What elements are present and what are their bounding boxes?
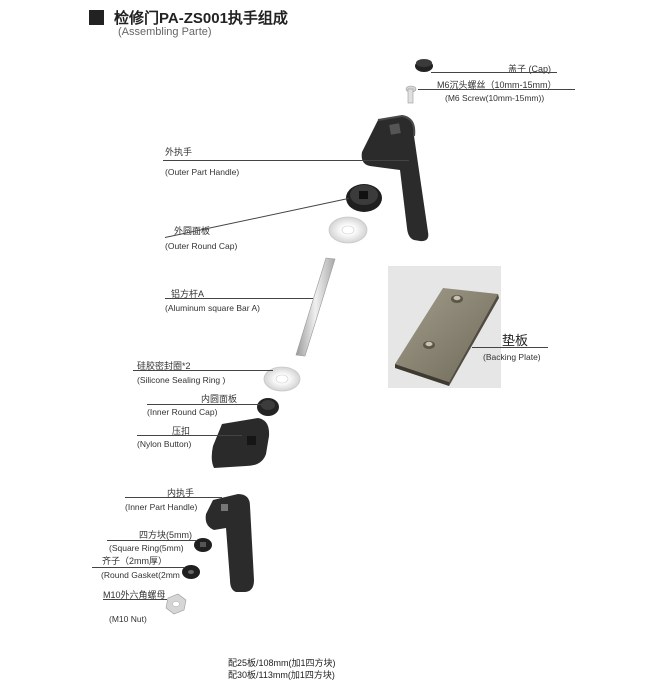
- round-gasket-part: [182, 565, 200, 579]
- outer-round-cap-part: [346, 184, 382, 212]
- nylon-button-leader-line: [137, 435, 242, 436]
- nut-label-en: (M10 Nut): [109, 614, 147, 624]
- bar-label: 铝方杆A: [171, 289, 205, 299]
- nut-leader-line: [103, 599, 167, 600]
- sealing-ring-label: 硅胶密封圈*2: [137, 361, 191, 371]
- inner-handle-leader-line: [125, 497, 222, 498]
- backing-plate-photo: [388, 266, 501, 388]
- square-ring-label: 四方块(5mm): [139, 530, 192, 540]
- outer-handle-label-en: (Outer Part Handle): [165, 167, 240, 177]
- footer-note-2: 配30板/113mm(加1四方块): [228, 670, 335, 680]
- backing-plate-label-en: (Backing Plate): [483, 352, 541, 362]
- sealing-ring-part: [263, 366, 301, 392]
- outer-round-cap-label-en: (Outer Round Cap): [165, 241, 238, 251]
- screw-label: M6沉头螺丝（10mm-15mm）: [437, 80, 557, 90]
- bar-leader-line: [165, 298, 313, 299]
- sealing-ring-label-en: (Silicone Sealing Ring ): [137, 375, 226, 385]
- inner-round-cap-label-en: (Inner Round Cap): [147, 407, 218, 417]
- nylon-button-label-en: (Nylon Button): [137, 439, 192, 449]
- title-marker: [89, 10, 104, 25]
- square-ring-leader-line: [107, 540, 197, 541]
- square-ring-label-en: (Square Ring(5mm): [109, 543, 184, 553]
- backing-plate-leader-line: [472, 347, 548, 348]
- aluminum-bar-part: [295, 257, 336, 357]
- page-subtitle: (Assembling Parte): [118, 26, 212, 38]
- backing-plate-label: 垫板: [502, 333, 529, 348]
- round-gasket-label-en: (Round Gasket(2mm: [101, 570, 180, 580]
- page-title: 检修门PA-ZS001执手组成: [114, 10, 288, 27]
- inner-round-cap-leader-line: [147, 404, 262, 405]
- screw-part: [405, 85, 417, 104]
- inner-handle-part: [205, 494, 254, 592]
- outer-handle-label: 外执手: [165, 147, 193, 157]
- inner-handle-label: 内执手: [167, 488, 195, 498]
- footer-note-1: 配25板/108mm(加1四方块): [228, 658, 336, 668]
- screw-leader-line: [418, 89, 575, 90]
- square-ring-part: [194, 538, 212, 552]
- inner-handle-label-en: (Inner Part Handle): [125, 502, 198, 512]
- sealing-ring-leader-line: [133, 370, 273, 371]
- inner-round-cap-part: [257, 398, 279, 416]
- inner-round-cap-label: 内圆面板: [201, 394, 238, 404]
- nut-label: M10外六角螺母: [103, 590, 166, 600]
- bar-label-en: (Aluminum square Bar A): [165, 303, 260, 313]
- round-gasket-leader-line: [92, 567, 185, 568]
- round-gasket-label: 齐子（2mm厚）: [102, 556, 167, 566]
- cap-part: [415, 59, 433, 72]
- cap-leader-line: [431, 72, 557, 73]
- nylon-button-label: 压扣: [172, 426, 191, 436]
- screw-label-en: (M6 Screw(10mm-15mm)): [445, 93, 545, 103]
- outer-handle-part: [361, 114, 429, 242]
- outer-washer-part: [328, 216, 368, 244]
- outer-handle-leader-line: [163, 160, 409, 161]
- nylon-button-part: [211, 418, 270, 468]
- cap-label: 盖子 (Cap): [508, 64, 552, 74]
- nut-part: [165, 593, 187, 615]
